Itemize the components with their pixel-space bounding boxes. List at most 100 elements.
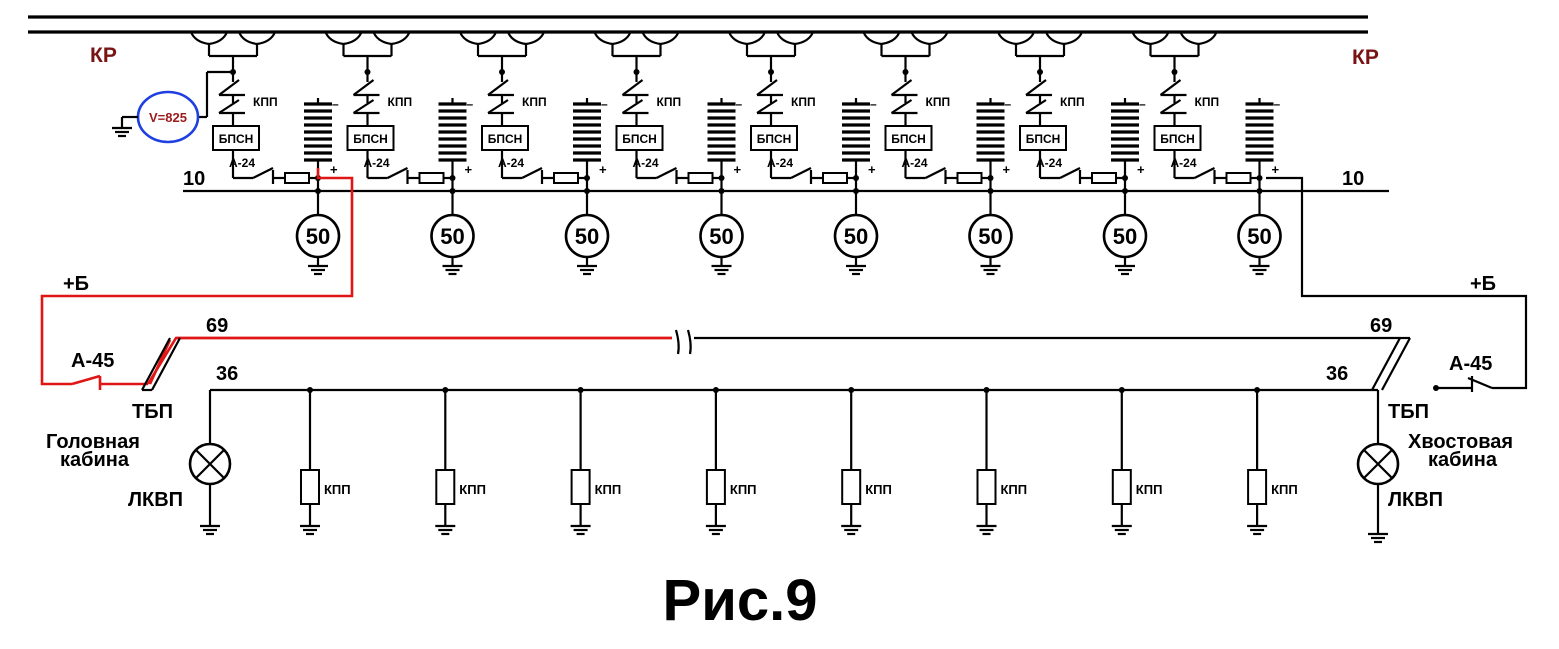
battery-minus: – — [332, 97, 339, 111]
kpp-label: КПП — [1060, 95, 1085, 109]
bpsn-label: БПСН — [622, 132, 657, 146]
contactor-switch-icon — [890, 72, 918, 126]
wire-69-label-right: 69 — [1370, 315, 1392, 337]
bpsn-box — [1019, 125, 1067, 151]
load-50-label: 50 — [306, 224, 330, 249]
lkvp-label-tail: ЛКВП — [1388, 489, 1443, 511]
bpsn-box — [1153, 125, 1202, 151]
battery-icon — [438, 98, 467, 191]
battery-plus: + — [330, 162, 338, 177]
battery-icon — [842, 98, 870, 191]
bpsn-box — [481, 125, 529, 151]
plus-b-tail-path — [1266, 176, 1528, 392]
kpp-coil — [1247, 469, 1268, 505]
kpp-label: КПП — [522, 95, 547, 109]
pantograph-shoe-icon — [189, 31, 277, 75]
contactor-switch-icon — [1025, 72, 1052, 126]
battery-icon — [304, 98, 332, 191]
contactor-switch-icon — [621, 72, 649, 126]
battery-minus: – — [870, 97, 877, 111]
battery-plus: + — [868, 162, 876, 177]
ground-icon — [308, 264, 328, 276]
tbp-label-head: ТБП — [132, 401, 173, 423]
kpp-coil-label: КПП — [1271, 482, 1298, 497]
a24-label: А-24 — [902, 156, 928, 170]
tbp-label-tail: ТБП — [1388, 401, 1429, 423]
bpsn-box — [615, 125, 664, 151]
wire-69-label-left: 69 — [206, 315, 228, 337]
kpp-label: КПП — [926, 95, 951, 109]
ground-icon — [980, 264, 1001, 276]
relay-coil-icon — [300, 387, 320, 536]
bpsn-label: БПСН — [1026, 132, 1061, 146]
junction-dot — [987, 175, 994, 181]
kpp-coil — [976, 469, 997, 505]
voltmeter: V=825 — [112, 70, 233, 144]
relay-coil-icon — [570, 387, 591, 536]
bpsn-label: БПСН — [353, 132, 388, 146]
a24-label: А-24 — [633, 156, 659, 170]
ground-icon — [1111, 524, 1132, 536]
ground-icon — [976, 524, 997, 536]
load-50-label: 50 — [575, 224, 599, 249]
lkvp-label-head: ЛКВП — [128, 489, 183, 511]
battery-plus: + — [734, 162, 742, 177]
pantograph-shoe-icon — [593, 31, 680, 75]
lamp-icon — [188, 390, 232, 536]
plus-b-label-left: +Б — [63, 273, 89, 295]
active-circuit-head — [40, 168, 672, 390]
bpsn-label: БПСН — [219, 132, 254, 146]
kpp-coil-label: КПП — [1136, 482, 1163, 497]
figure-caption: Рис.9 — [663, 568, 818, 633]
bpsn-label: БПСН — [891, 132, 926, 146]
kpp-coil-label: КПП — [459, 482, 486, 497]
kpp-coil — [300, 469, 320, 505]
bpsn-box — [346, 125, 395, 151]
ground-icon — [577, 264, 597, 276]
tbp-switch-head — [141, 337, 181, 392]
kpp-label: КПП — [791, 95, 816, 109]
kpp-label: КПП — [1195, 95, 1220, 109]
contact-rail-label-right: КР — [1352, 46, 1379, 69]
fuse-icon — [553, 172, 579, 184]
battery-plus: + — [1003, 162, 1011, 177]
battery-minus: – — [601, 97, 608, 111]
fuse-icon — [418, 172, 445, 184]
ground-icon — [570, 524, 591, 536]
ground-icon — [846, 264, 866, 276]
battery-plus: + — [465, 162, 473, 177]
kpp-coil — [705, 469, 726, 505]
a24-label: А-24 — [229, 156, 255, 170]
junction-dot — [584, 175, 590, 181]
ground-icon — [442, 264, 463, 276]
junction-dot — [718, 175, 725, 181]
bpsn-box — [212, 125, 260, 151]
load-50-label: 50 — [1113, 224, 1137, 249]
tail-cab-label-2: кабина — [1428, 449, 1498, 471]
kpp-coil-label: КПП — [595, 482, 622, 497]
a24-label: А-24 — [1036, 156, 1062, 170]
pantograph-shoe-icon — [324, 31, 411, 75]
kpp-label: КПП — [388, 95, 413, 109]
ground-icon — [300, 524, 320, 536]
contactor-switch-icon — [756, 72, 783, 126]
kpp-coil-label: КПП — [1001, 482, 1028, 497]
load-50-label: 50 — [440, 224, 464, 249]
contactor-switch-icon — [352, 72, 380, 126]
a45-label-left: А-45 — [71, 350, 114, 372]
contactor-switch-icon — [218, 72, 245, 126]
a24-label: А-24 — [767, 156, 793, 170]
contactor-switch-icon — [1159, 72, 1187, 126]
kpp-coil — [841, 469, 862, 505]
car-units: КПП БПСН А-24 – +50 КПП БПСН А-24 – +50 КПП БПСН А-2… — [189, 31, 1282, 276]
lamp-icon — [1356, 390, 1400, 544]
relay-coil-icon — [705, 387, 726, 536]
ground-icon — [711, 264, 732, 276]
wire-break-icon — [674, 329, 692, 355]
kpp-coil-label: КПП — [865, 482, 892, 497]
